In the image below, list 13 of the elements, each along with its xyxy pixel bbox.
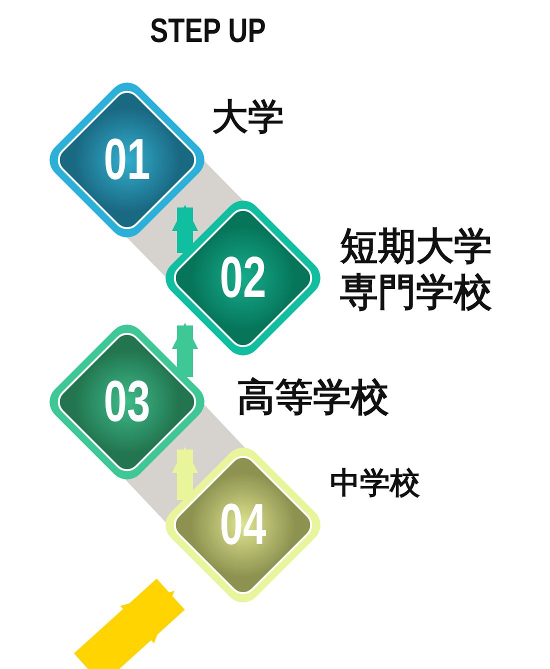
step-number: 01 [104,131,150,189]
stage-label: 高等学校 [237,375,389,421]
stage-label: 短期大学専門学校 [340,224,493,316]
step-number: 04 [220,496,266,554]
step-number: 02 [220,249,266,307]
title: STEP UP [150,12,266,51]
arrow [172,322,198,377]
stage-label: 中学校 [330,466,420,502]
step-number: 03 [104,373,150,431]
stage-label: 大学 [212,96,284,140]
arrow [74,578,185,669]
arrow [172,204,198,253]
arrow [172,446,198,500]
